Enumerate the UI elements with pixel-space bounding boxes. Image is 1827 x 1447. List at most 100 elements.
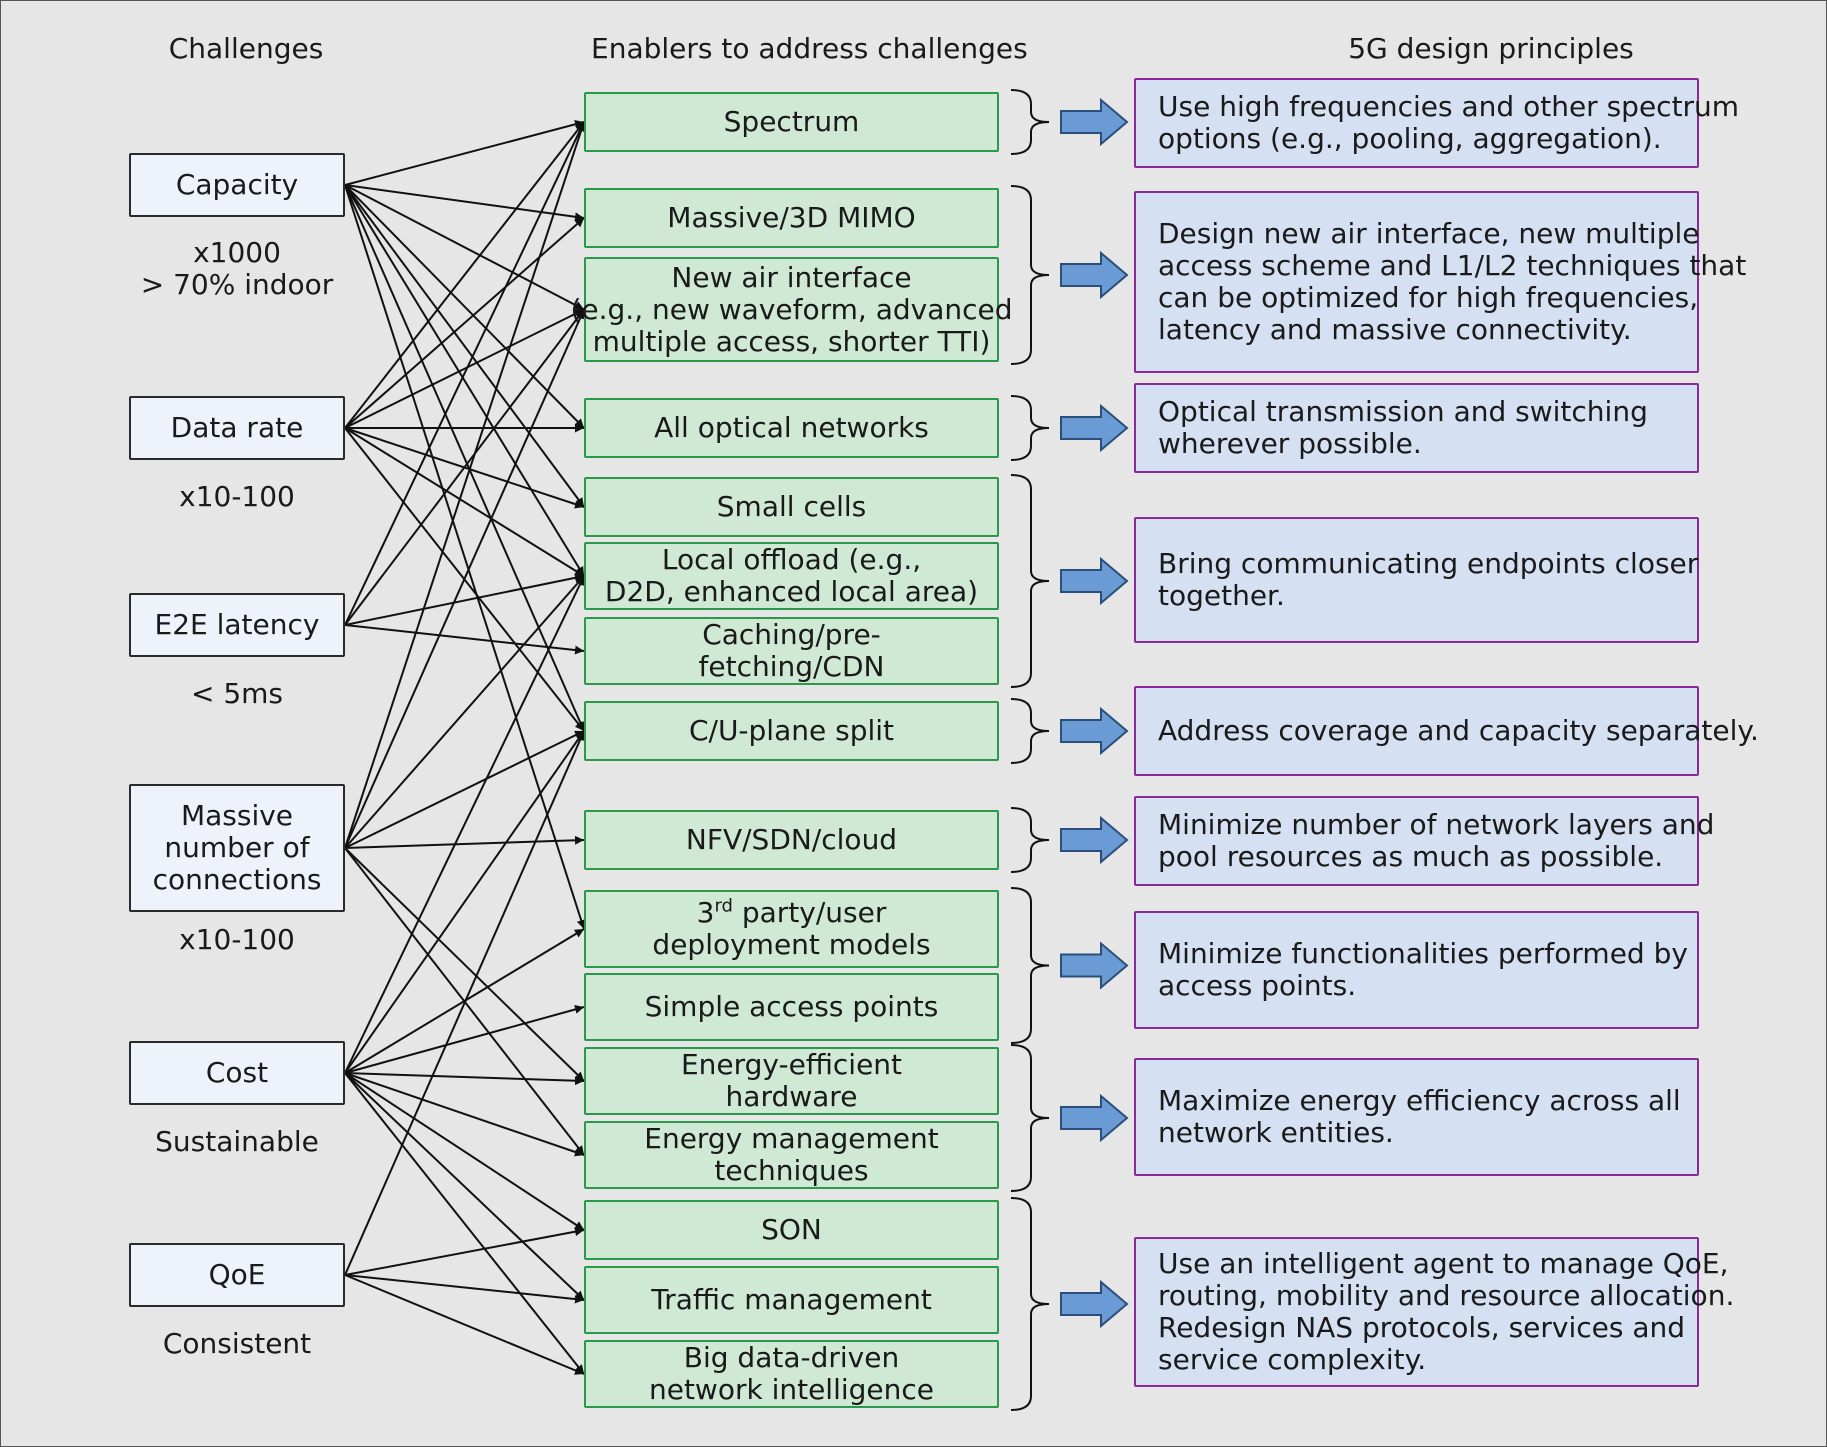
challenge-metric-line: Consistent (162, 1327, 312, 1360)
enabler-label: techniques (714, 1154, 869, 1187)
enabler-label: hardware (725, 1080, 858, 1113)
principle-label: network entities. (1158, 1116, 1394, 1149)
enabler-box: All optical networks (584, 398, 999, 458)
challenge-enabler-link (344, 184, 585, 508)
enabler-label: (e.g., new waveform, advanced (570, 292, 1013, 326)
enabler-label-part: party/user (732, 896, 887, 929)
principle-label: Design new air interface, new multiple (1158, 217, 1700, 250)
principle-box: Use an intelligent agent to manage QoE,r… (1134, 1237, 1734, 1387)
challenge-label: Cost (205, 1056, 269, 1089)
enabler-label: Simple access points (644, 990, 939, 1023)
principle-label: access points. (1158, 969, 1357, 1002)
challenge-enabler-link (344, 730, 585, 1074)
enabler-label: D2D, enhanced local area) (604, 575, 979, 608)
challenge-metric: x10-100 (111, 481, 363, 513)
enabler-box: Massive/3D MIMO (584, 188, 999, 248)
enabler-label: Energy management (644, 1122, 939, 1155)
right-arrow-icon (1060, 403, 1129, 453)
right-arrow-icon (1060, 556, 1129, 606)
challenge-box: Data rate (129, 396, 345, 460)
principle-label: access scheme and L1/L2 techniques that (1158, 249, 1747, 282)
enabler-box: Traffic management (584, 1266, 999, 1334)
right-arrow-icon (1060, 815, 1129, 865)
challenge-enabler-link (344, 847, 585, 1082)
right-arrow-icon (1060, 250, 1129, 300)
challenge-enabler-link (344, 121, 585, 626)
challenge-enabler-link (344, 575, 585, 1074)
challenge-metric: < 5ms (111, 678, 363, 710)
enabler-label: SON (761, 1213, 822, 1246)
challenge-enabler-link (344, 1072, 585, 1157)
challenge-metric: x1000> 70% indoor (111, 237, 363, 301)
challenge-enabler-link (344, 1072, 585, 1375)
challenge-label: Capacity (175, 168, 299, 201)
group-brace (1010, 185, 1050, 365)
enabler-box: New air interface(e.g., new waveform, ad… (570, 257, 1013, 362)
challenge-metric-line: x1000 (193, 236, 281, 269)
right-arrow-icon (1060, 706, 1129, 756)
principle-label: can be optimized for high frequencies, (1158, 281, 1699, 314)
challenge-metric: Consistent (111, 1328, 363, 1360)
enabler-box: Local offload (e.g.,D2D, enhanced local … (584, 542, 999, 610)
challenge-enabler-link (344, 121, 585, 429)
enabler-label: Traffic management (651, 1283, 932, 1316)
challenge-enabler-link (344, 573, 585, 626)
principle-label: pool resources as much as possible. (1158, 840, 1664, 873)
principle-label: Address coverage and capacity separately… (1158, 714, 1759, 747)
principle-label: wherever possible. (1158, 427, 1422, 460)
enabler-box: Small cells (584, 477, 999, 537)
enabler-label: Small cells (716, 490, 867, 523)
challenge-enabler-link (344, 184, 585, 577)
enabler-box: C/U-plane split (584, 701, 999, 761)
challenge-enabler-link (344, 184, 585, 311)
principle-label: Maximize energy efficiency across all (1158, 1084, 1681, 1117)
principle-label: Use high frequencies and other spectrum (1158, 90, 1740, 123)
enabler-box: Caching/pre-fetching/CDN (584, 617, 999, 685)
principle-label: routing, mobility and resource allocatio… (1158, 1279, 1735, 1312)
challenge-enabler-link (344, 730, 585, 1276)
principle-label: Minimize number of network layers and (1158, 808, 1715, 841)
challenge-enabler-link (344, 1072, 585, 1231)
enabler-label: fetching/CDN (698, 650, 885, 683)
challenges-header: Challenges (168, 32, 324, 65)
enabler-label: New air interface (671, 260, 912, 294)
challenge-enabler-link (344, 1072, 585, 1301)
challenge-enabler-link (344, 121, 586, 849)
enabler-label-part: 3 (696, 896, 715, 929)
challenge-label: Data rate (170, 411, 304, 444)
challenge-label: QoE (208, 1258, 266, 1291)
challenge-enabler-link (344, 427, 585, 577)
group-brace (1010, 1197, 1050, 1411)
principle-label: Optical transmission and switching (1158, 395, 1648, 428)
challenge-enabler-link (344, 308, 585, 626)
challenge-label: Massive (180, 799, 294, 832)
challenge-metric-line: < 5ms (190, 677, 284, 710)
enabler-label: multiple access, shorter TTI) (592, 324, 991, 358)
group-brace (1010, 89, 1050, 155)
right-arrow-icon (1060, 1279, 1129, 1329)
challenge-enabler-link (344, 1005, 585, 1074)
challenge-metric-line: > 70% indoor (140, 268, 334, 301)
enabler-box: Spectrum (584, 92, 999, 152)
challenge-enabler-link (344, 308, 585, 429)
group-brace (1010, 887, 1050, 1044)
enabler-label: network intelligence (648, 1373, 935, 1406)
challenge-enabler-link (344, 184, 586, 930)
challenge-metric-line: x10-100 (179, 480, 295, 513)
challenge-box: QoE (129, 1243, 345, 1307)
challenge-enabler-link (344, 1274, 585, 1304)
enabler-box: Simple access points (584, 973, 999, 1041)
principle-label: Bring communicating endpoints closer (1158, 547, 1699, 580)
challenge-label: number of (164, 831, 310, 864)
principle-label: options (e.g., pooling, aggregation). (1158, 122, 1662, 155)
enabler-label: Local offload (e.g., (661, 543, 922, 576)
